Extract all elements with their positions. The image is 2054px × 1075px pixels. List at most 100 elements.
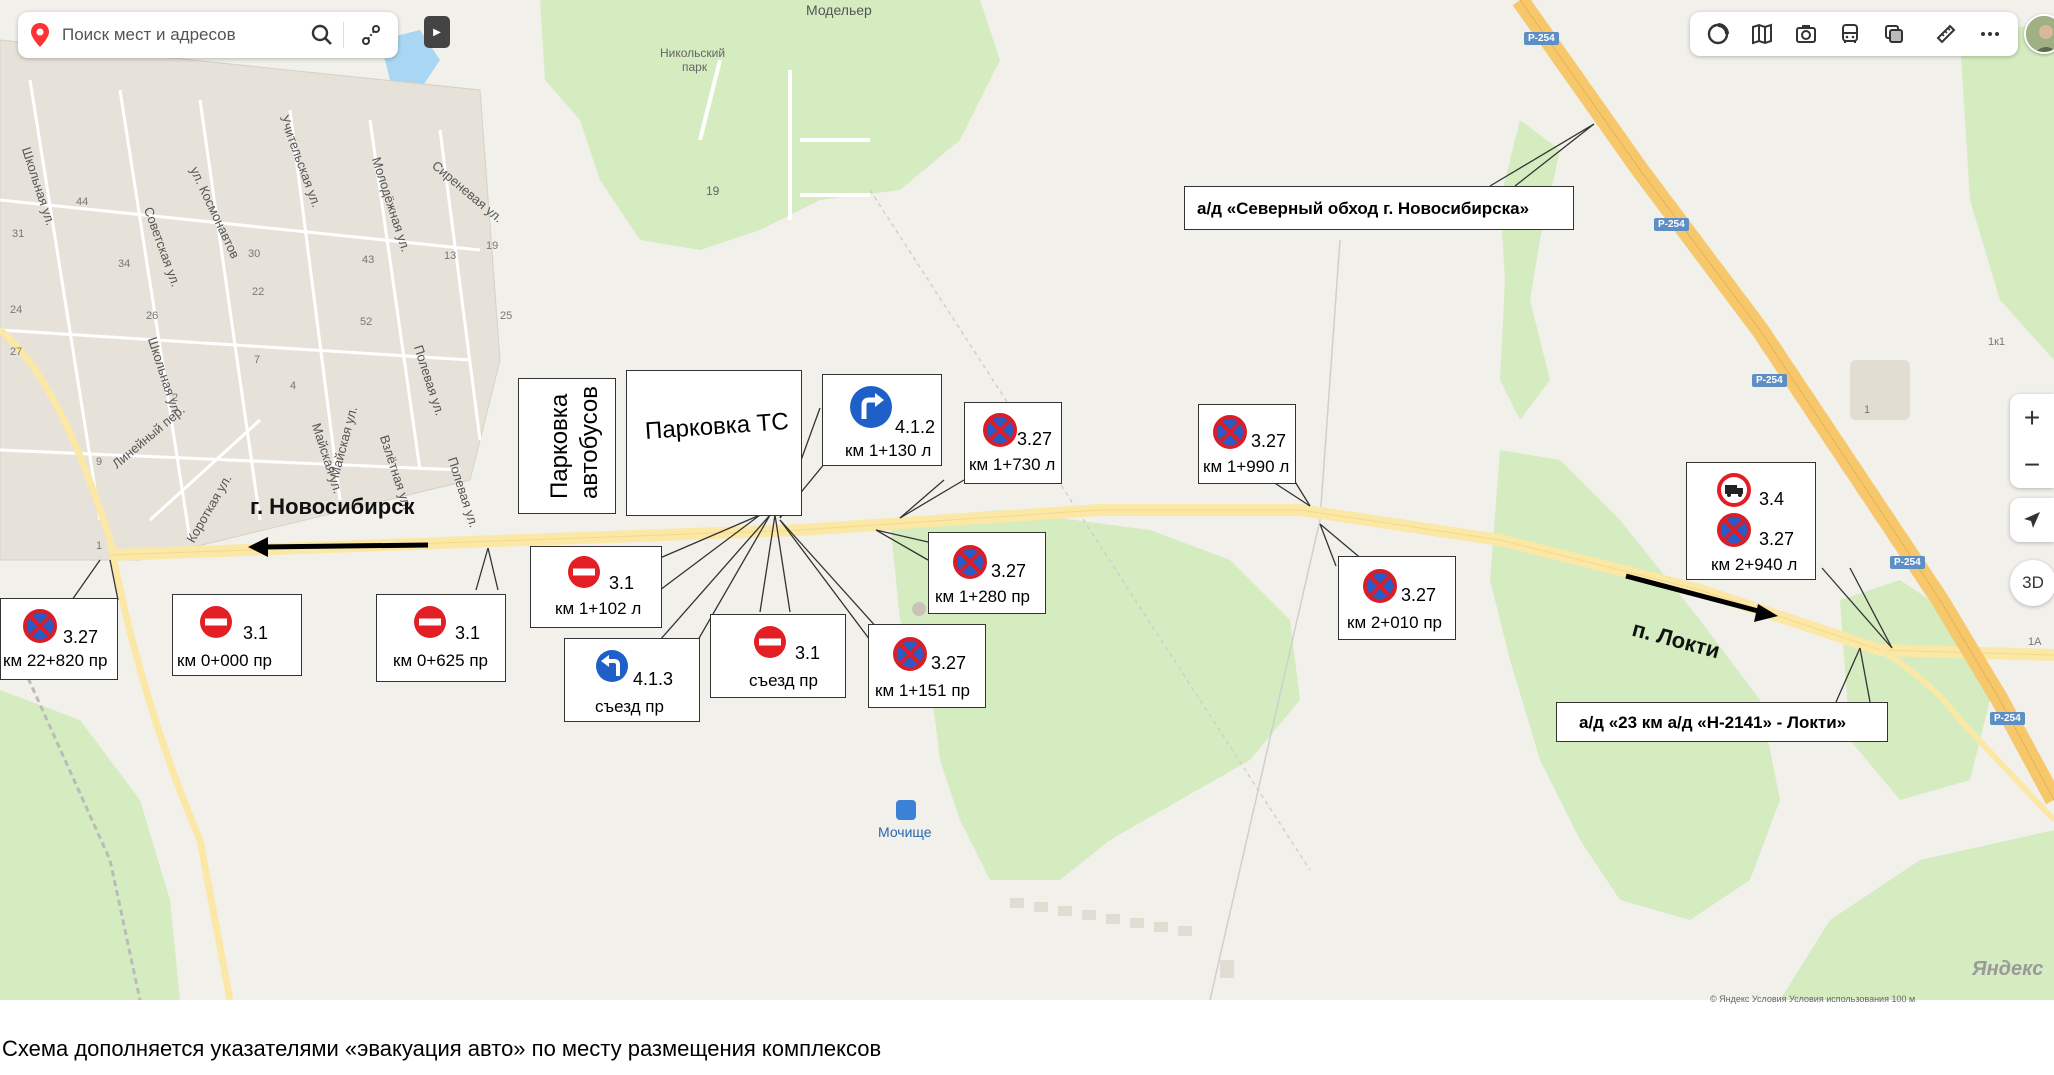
- sign-box-327-1990[interactable]: 3.27 км 1+990 л: [1198, 404, 1296, 484]
- no-entry-sign-icon: [413, 605, 447, 644]
- no-entry-sign-icon: [753, 625, 787, 664]
- map-canvas[interactable]: Модельер Никольский парк 19 Мочище Школь…: [0, 0, 2054, 1000]
- collapse-panel-button[interactable]: ▶: [424, 16, 450, 48]
- sign-location: км 22+820 пр: [3, 651, 108, 670]
- sign-location: км 1+130 л: [845, 441, 932, 460]
- no-stopping-sign-icon: [1363, 569, 1397, 608]
- house-number: 22: [252, 286, 265, 298]
- bus-parking-line2: автобусов: [576, 386, 603, 499]
- search-divider: [343, 22, 344, 48]
- house-number: 52: [360, 316, 373, 328]
- overlay-button[interactable]: [1872, 12, 1916, 56]
- camera-icon: [1796, 25, 1816, 43]
- place-mochishche: Мочище: [878, 824, 932, 840]
- more-button[interactable]: [1968, 12, 2012, 56]
- sign-code: 4.1.3: [633, 669, 674, 689]
- panorama-button[interactable]: [1740, 12, 1784, 56]
- house-number: 43: [362, 254, 375, 266]
- map-caption: Схема дополняется указателями «эвакуация…: [2, 1036, 882, 1061]
- sign-location: съезд пр: [595, 697, 664, 716]
- no-stopping-sign-icon: [953, 545, 987, 584]
- search-bar: [18, 12, 398, 58]
- house-number: 31: [12, 228, 25, 240]
- layers-button[interactable]: [1696, 12, 1740, 56]
- sign-box-31-0625[interactable]: 3.1 км 0+625 пр: [376, 594, 506, 682]
- sign-box-327-1280[interactable]: 3.27 км 1+280 пр: [928, 532, 1046, 614]
- sign-location: км 0+625 пр: [393, 651, 488, 670]
- avatar-icon: [2026, 16, 2054, 52]
- sign-code: 3.4: [1759, 489, 1785, 509]
- bus-icon: [1842, 24, 1858, 43]
- no-trucks-sign-icon: [1717, 473, 1751, 512]
- camera-button[interactable]: [1784, 12, 1828, 56]
- turn-right-sign-icon: [849, 385, 893, 434]
- sign-box-327-1730[interactable]: 3.27 км 1+730 л: [964, 402, 1062, 484]
- route-badge: Р-254: [1654, 218, 1689, 231]
- vehicle-parking-text: Парковка ТС: [644, 408, 790, 445]
- sign-box-413[interactable]: 4.1.3 съезд пр: [564, 638, 700, 722]
- 3d-toggle-button[interactable]: 3D: [2010, 560, 2054, 606]
- park-label-line1: Никольский: [660, 46, 726, 60]
- no-stopping-sign-icon: [1717, 513, 1751, 552]
- house-number: 34: [118, 258, 131, 270]
- no-entry-sign-icon: [199, 605, 233, 644]
- search-button[interactable]: [307, 20, 337, 50]
- sign-box-34-327[interactable]: 3.4 3.27 км 2+940 л: [1686, 462, 1816, 580]
- sign-box-31-exit[interactable]: 3.1 съезд пр: [710, 614, 846, 698]
- vehicle-parking-box: Парковка ТС: [626, 370, 802, 516]
- route-button[interactable]: [356, 20, 386, 50]
- sign-code: 3.1: [609, 573, 635, 593]
- sign-box-327-2010[interactable]: 3.27 км 2+010 пр: [1338, 556, 1456, 640]
- house-number: 44: [76, 196, 89, 208]
- route-badge: Р-254: [1524, 32, 1559, 45]
- no-stopping-sign-icon: [1213, 415, 1247, 454]
- sign-code: 3.27: [1401, 585, 1437, 605]
- overlay-icon: [1885, 25, 1903, 43]
- direction-novosibirsk: г. Новосибирск: [250, 494, 415, 519]
- sign-box-327-1151[interactable]: 3.27 км 1+151 пр: [868, 624, 986, 708]
- sign-code: 3.27: [1017, 429, 1053, 449]
- sign-box-412[interactable]: 4.1.2 км 1+130 л: [822, 374, 942, 466]
- no-entry-sign-icon: [567, 555, 601, 594]
- house-number: 1: [96, 540, 103, 552]
- ruler-button[interactable]: [1924, 12, 1968, 56]
- train-station-icon[interactable]: [896, 800, 916, 820]
- more-icon: [1981, 32, 1999, 36]
- sign-code: 3.27: [991, 561, 1027, 581]
- zoom-in-button[interactable]: +: [2023, 401, 2041, 433]
- bus-parking-box: Парковка автобусов: [518, 378, 616, 514]
- sign-location: км 1+151 пр: [875, 681, 970, 700]
- sign-code: 3.1: [795, 643, 821, 663]
- route-badge: Р-254: [1752, 374, 1787, 387]
- search-input[interactable]: [62, 25, 301, 45]
- map-toolbar: [1690, 12, 2018, 56]
- house-number: 2: [172, 392, 179, 404]
- poi-marker-icon[interactable]: [912, 602, 926, 616]
- sign-code: 3.27: [1251, 431, 1287, 451]
- locate-button[interactable]: [2010, 498, 2054, 542]
- sign-box-31-1102[interactable]: 3.1 км 1+102 л: [530, 546, 662, 628]
- sign-box-327-22820[interactable]: 3.27 км 22+820 пр: [0, 598, 118, 680]
- sign-code: 3.27: [63, 627, 99, 647]
- user-avatar[interactable]: [2024, 14, 2054, 54]
- sign-location: км 2+940 л: [1711, 555, 1798, 574]
- transit-button[interactable]: [1828, 12, 1872, 56]
- park-label-line2: парк: [682, 60, 708, 74]
- sign-code: 3.27: [931, 653, 967, 673]
- play-icon: ▶: [433, 26, 441, 38]
- sign-location: км 0+000 пр: [177, 651, 272, 670]
- sign-code-secondary: 3.27: [1759, 529, 1795, 549]
- house-number: 30: [248, 248, 261, 260]
- zoom-out-button[interactable]: −: [2023, 448, 2041, 480]
- north-bypass-text: а/д «Северный обход г. Новосибирска»: [1197, 199, 1530, 218]
- route-icon: [362, 25, 380, 45]
- house-number: 1: [1864, 404, 1871, 416]
- no-stopping-sign-icon: [983, 413, 1017, 452]
- layers-icon: [1707, 23, 1729, 45]
- location-pin-icon: [31, 23, 49, 47]
- house-number: 4: [290, 380, 297, 392]
- map-copyright[interactable]: © Яндекс Условия Условия использования 1…: [1710, 994, 1916, 1004]
- house-number: 27: [10, 346, 23, 358]
- sign-box-31-0000[interactable]: 3.1 км 0+000 пр: [172, 594, 302, 676]
